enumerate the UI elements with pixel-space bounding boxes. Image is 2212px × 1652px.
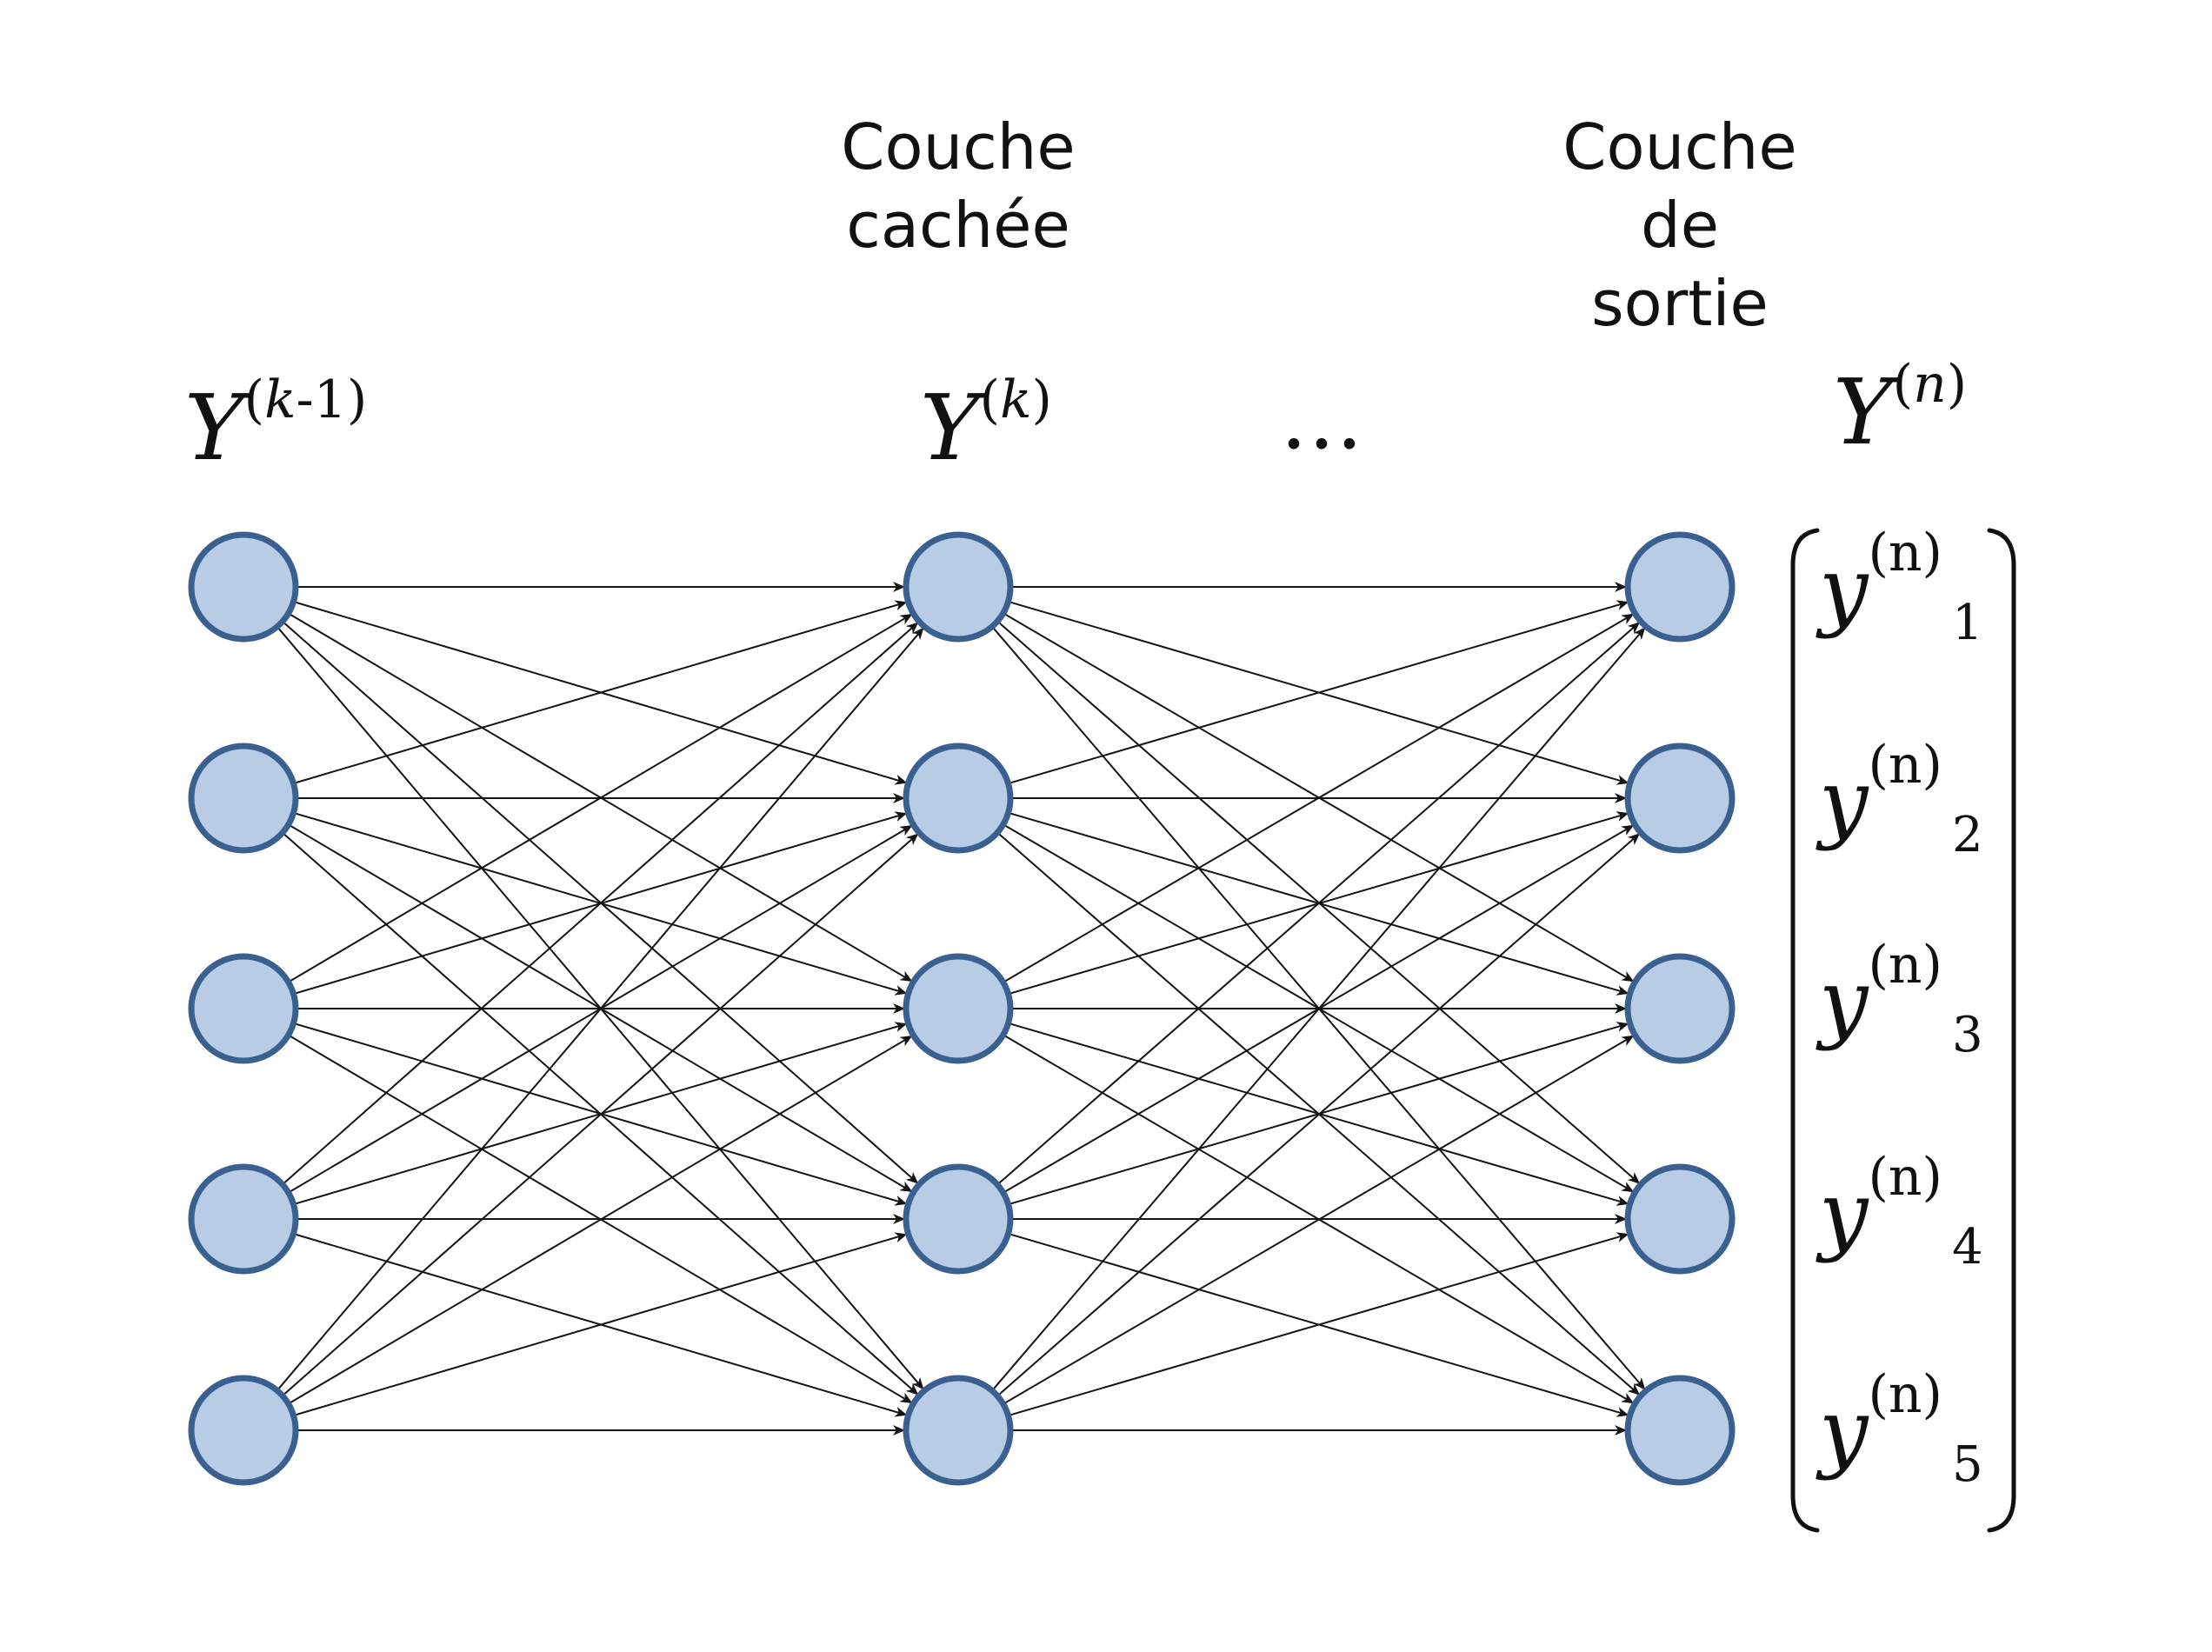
- hidden-neuron-1: [903, 531, 1014, 643]
- input-neuron-1: [188, 531, 299, 643]
- hidden-symbol-sup-rest: ): [1031, 370, 1051, 430]
- output-vector-entry: y(n) 3: [1816, 935, 1983, 1063]
- connection-arrow: [996, 833, 1641, 1397]
- output-vector-entry: y(n) 1: [1816, 523, 1983, 651]
- hidden-layer-title-line-1: Couche: [841, 110, 1075, 183]
- output-entry-sub: 4: [1952, 1219, 1983, 1276]
- output-entry-symbol: y: [1816, 1380, 1869, 1482]
- connections-group: [276, 582, 1646, 1436]
- output-entry-sup: (n): [1869, 523, 1942, 583]
- input-symbol-sup-open: (: [244, 370, 264, 430]
- output-vector-entry: y(n) 2: [1816, 735, 1983, 863]
- output-neuron-2: [1624, 743, 1736, 854]
- output-vector-entry: y(n) 4: [1816, 1147, 1983, 1276]
- output-entry-symbol: y: [1816, 538, 1869, 640]
- hidden-neuron-3: [903, 953, 1014, 1064]
- connection-arrow: [996, 622, 1641, 1186]
- output-symbol-sup-var: n: [1913, 354, 1947, 415]
- output-neuron-5: [1624, 1375, 1736, 1486]
- output-vector-right-bracket: [1987, 528, 2016, 1533]
- input-neuron-2: [188, 743, 299, 854]
- connection-arrow: [276, 627, 924, 1391]
- output-entry-symbol: y: [1816, 750, 1869, 852]
- svg-text:y(n): y(n): [1816, 1364, 1942, 1482]
- connection-arrow: [293, 600, 908, 784]
- connection-arrow: [1003, 1035, 1635, 1405]
- hidden-symbol-sup-var: k: [1000, 370, 1031, 430]
- hidden-symbol-sup-open: (: [980, 370, 1000, 430]
- hidden-neuron-5: [903, 1375, 1014, 1486]
- input-neuron-5: [188, 1375, 299, 1486]
- output-entry-sup: (n): [1869, 735, 1942, 796]
- connection-arrow: [991, 627, 1646, 1392]
- connection-arrow: [293, 1232, 908, 1416]
- output-symbol-sup-rest: ): [1947, 354, 1967, 415]
- layers-ellipsis: …: [1280, 370, 1363, 468]
- output-layer-title-line-2: de: [1641, 189, 1719, 262]
- output-vector-entry: y(n) 5: [1816, 1364, 1983, 1493]
- hidden-neuron-4: [903, 1163, 1014, 1275]
- output-entry-sub: 3: [1952, 1007, 1983, 1063]
- svg-text:y(n): y(n): [1816, 1147, 1942, 1264]
- output-entry-sub: 5: [1952, 1436, 1983, 1493]
- output-layer-title-line-3: sortie: [1591, 267, 1769, 340]
- connection-arrow: [1008, 1232, 1629, 1417]
- hidden-symbol-letter: Y: [920, 375, 987, 481]
- output-entry-sup: (n): [1869, 935, 1942, 996]
- neurons-group: [188, 531, 1736, 1486]
- input-layer-symbol: Y(k-1): [184, 370, 367, 481]
- output-entry-symbol: y: [1816, 950, 1869, 1052]
- hidden-layer-title-line-2: cachée: [846, 189, 1070, 262]
- input-symbol-sup-var: k: [264, 370, 296, 430]
- output-entry-sup: (n): [1869, 1364, 1942, 1425]
- input-neuron-3: [188, 953, 299, 1064]
- connection-arrow: [288, 613, 913, 983]
- output-neuron-4: [1624, 1163, 1736, 1275]
- connection-arrow: [282, 833, 919, 1397]
- output-layer-title-line-1: Couche: [1562, 110, 1796, 183]
- hidden-layer-symbol: Y(k): [920, 370, 1052, 481]
- input-symbol-sup-rest: -1): [296, 370, 367, 430]
- svg-text:y(n): y(n): [1816, 935, 1942, 1052]
- output-neuron-3: [1624, 953, 1736, 1064]
- hidden-neuron-2: [903, 743, 1014, 854]
- svg-text:y(n): y(n): [1816, 735, 1942, 852]
- connection-arrow: [288, 1035, 913, 1405]
- connection-arrow: [1008, 600, 1629, 785]
- output-symbol-letter: Y: [1833, 359, 1900, 465]
- input-neuron-4: [188, 1163, 299, 1275]
- output-entry-symbol: y: [1816, 1162, 1869, 1264]
- connection-arrow: [282, 622, 919, 1186]
- connection-arrow: [1003, 613, 1635, 983]
- output-entry-sub: 2: [1952, 807, 1983, 863]
- output-layer-symbol: Y(n): [1833, 354, 1967, 465]
- output-vector-left-bracket: [1790, 528, 1820, 1533]
- output-entry-sup: (n): [1869, 1147, 1942, 1208]
- output-symbol-sup-open: (: [1893, 354, 1913, 415]
- output-neuron-1: [1624, 531, 1736, 643]
- input-symbol-letter: Y: [184, 375, 251, 481]
- output-entry-sub: 1: [1952, 595, 1983, 651]
- svg-text:y(n): y(n): [1816, 523, 1942, 640]
